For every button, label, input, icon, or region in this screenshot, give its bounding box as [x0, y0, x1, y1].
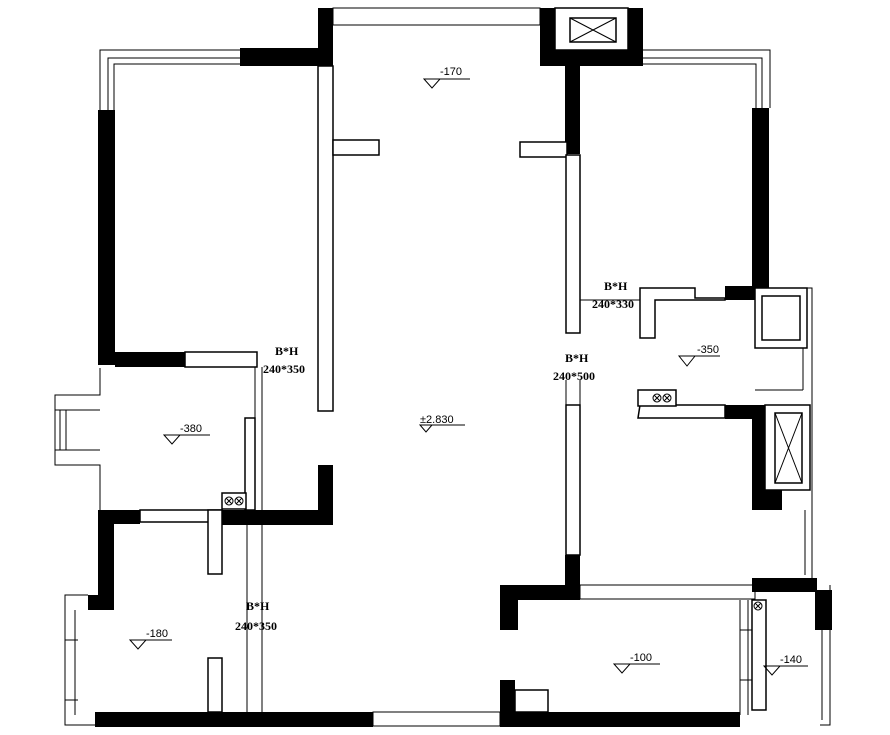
beam-size-upper-left: 240*350 [263, 362, 305, 376]
beam-title-right-top: B*H [604, 279, 628, 293]
vent-shaft-icons [569, 17, 803, 484]
beam-title-upper-left: B*H [275, 344, 299, 358]
level-label-far-right: -140 [780, 654, 802, 666]
partition-walls [139, 7, 811, 713]
level-label-kitchen: -350 [697, 344, 719, 356]
beam-lines [246, 299, 640, 712]
beam-size-right-mid: 240*500 [553, 369, 595, 383]
level-label-center: ±2.830 [420, 414, 454, 426]
beam-title-right-mid: B*H [565, 351, 589, 365]
beam-size-lower-left: 240*350 [235, 619, 277, 633]
level-label-top: -170 [440, 66, 462, 78]
beam-size-right-top: 240*330 [592, 297, 634, 311]
beam-title-lower-left: B*H [246, 599, 270, 613]
level-label-bottom-right: -100 [630, 652, 652, 664]
level-markers [128, 78, 808, 676]
fixture-icons [224, 393, 763, 611]
level-label-left-mid: -380 [180, 423, 202, 435]
level-label-left-bottom: -180 [146, 628, 168, 640]
solid-walls [88, 8, 832, 727]
